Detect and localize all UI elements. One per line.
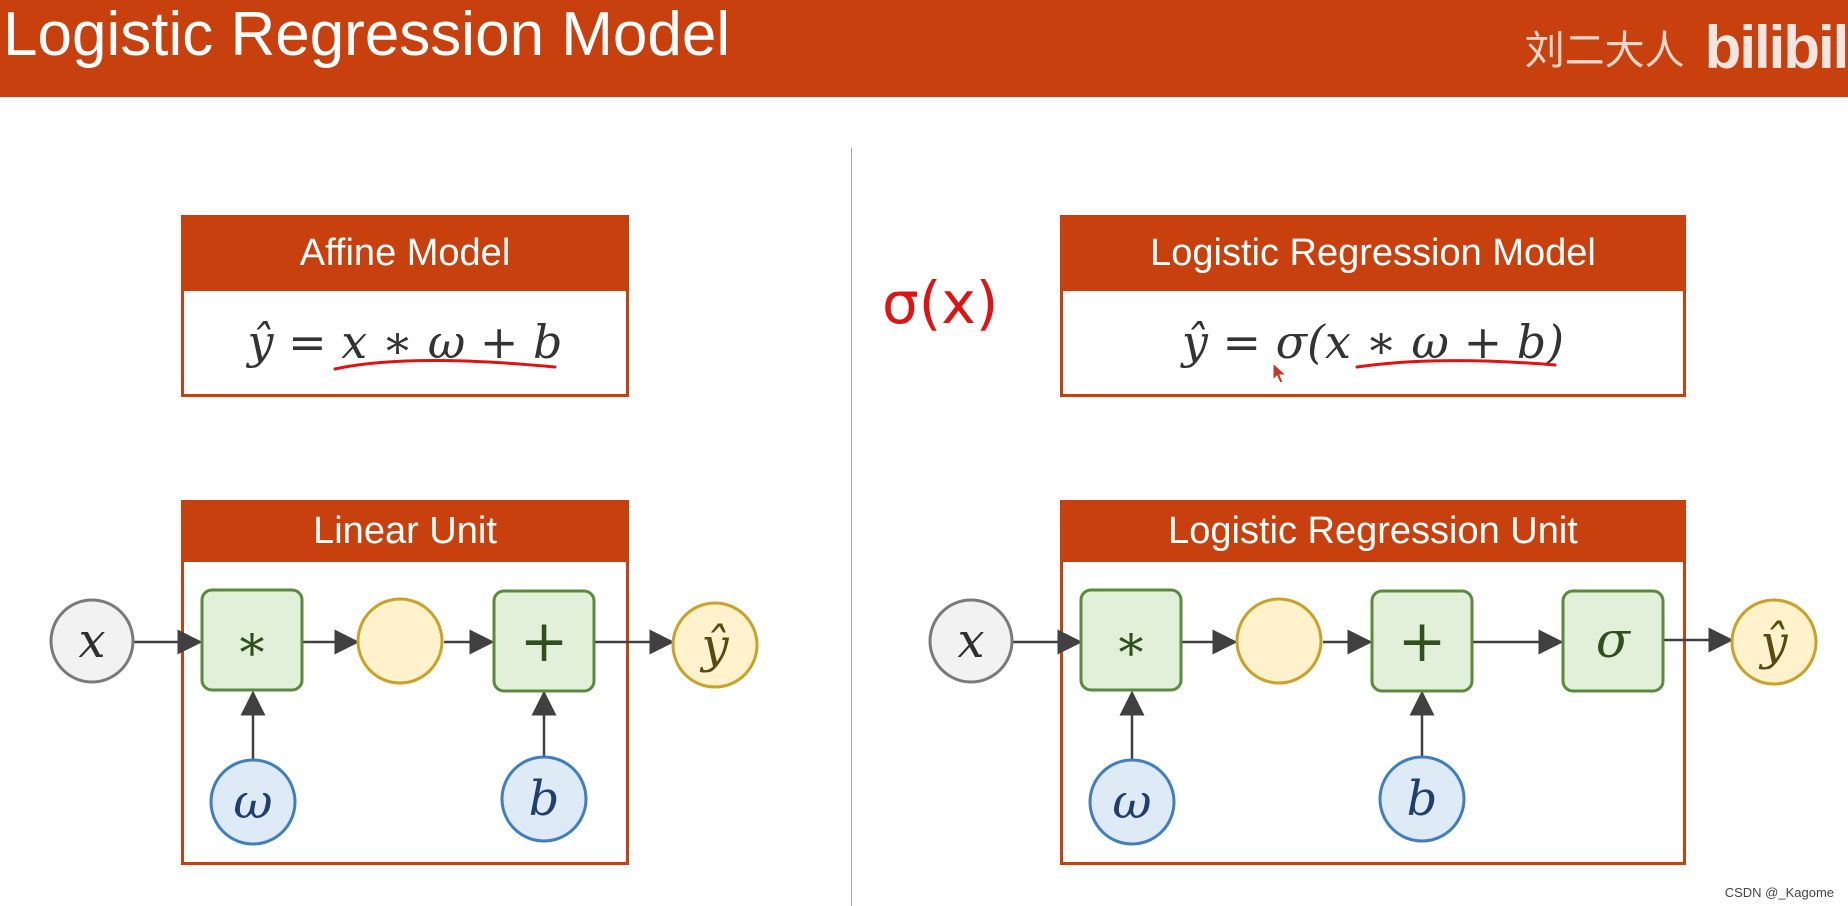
center-divider (851, 148, 852, 906)
node-add (492, 589, 596, 693)
node-bias-b-label: b (1407, 771, 1438, 827)
mouse-cursor-icon (1272, 362, 1288, 384)
linear-unit-diagram: x ∗ + ŷ ω b (49, 588, 759, 846)
node-bias-b-label: b (529, 771, 560, 827)
node-output-yhat-label: ŷ (1758, 615, 1788, 671)
node-intermediate (356, 597, 444, 685)
node-intermediate (1235, 597, 1323, 685)
logistic-underline (1355, 359, 1557, 369)
node-output-yhat-label: ŷ (699, 618, 729, 674)
node-sigmoid-label: σ (1596, 611, 1632, 669)
node-weight-w-label: ω (1112, 774, 1151, 830)
node-bias-b (500, 755, 588, 843)
affine-underline (333, 359, 557, 371)
node-mul (200, 588, 304, 692)
node-weight-w-label: ω (233, 774, 272, 830)
node-mul-label: ∗ (1114, 614, 1148, 672)
handwritten-sigma-note: σ(x) (882, 269, 999, 337)
affine-model-title: Affine Model (181, 215, 629, 291)
node-input-x-label: x (957, 613, 984, 669)
node-input-x (928, 598, 1014, 684)
logistic-unit-title: Logistic Regression Unit (1060, 500, 1686, 562)
linear-unit-title: Linear Unit (181, 500, 629, 562)
logistic-model-box (1060, 291, 1686, 397)
node-sigmoid (1561, 589, 1665, 693)
node-output-yhat (1730, 598, 1818, 686)
affine-model-box (181, 291, 629, 397)
node-output-yhat (671, 601, 759, 689)
node-add (1370, 589, 1474, 693)
logistic-formula: ŷ = σ(x ∗ ω + b) (1181, 315, 1565, 369)
brand: 刘二大人 bilibili (1525, 12, 1848, 82)
node-weight-w (1088, 758, 1176, 846)
page-title: Logistic Regression Model (3, 0, 731, 69)
title-bar: Logistic Regression Model 刘二大人 bilibili (0, 0, 1848, 97)
node-add-label: + (1398, 607, 1447, 675)
logistic-unit-diagram: x ∗ + σ ŷ ω b (928, 588, 1818, 846)
node-mul (1079, 588, 1183, 692)
node-input-x (49, 598, 135, 684)
node-input-x-label: x (78, 613, 105, 669)
node-add-label: + (520, 607, 569, 675)
author-name: 刘二大人 (1524, 29, 1685, 73)
logistic-model-title: Logistic Regression Model (1060, 215, 1686, 291)
node-mul-label: ∗ (235, 614, 269, 672)
bilibili-logo: bilibili (1704, 13, 1848, 81)
node-bias-b (1378, 755, 1466, 843)
csdn-watermark: CSDN @_Kagome (1724, 885, 1834, 900)
node-weight-w (209, 758, 297, 846)
